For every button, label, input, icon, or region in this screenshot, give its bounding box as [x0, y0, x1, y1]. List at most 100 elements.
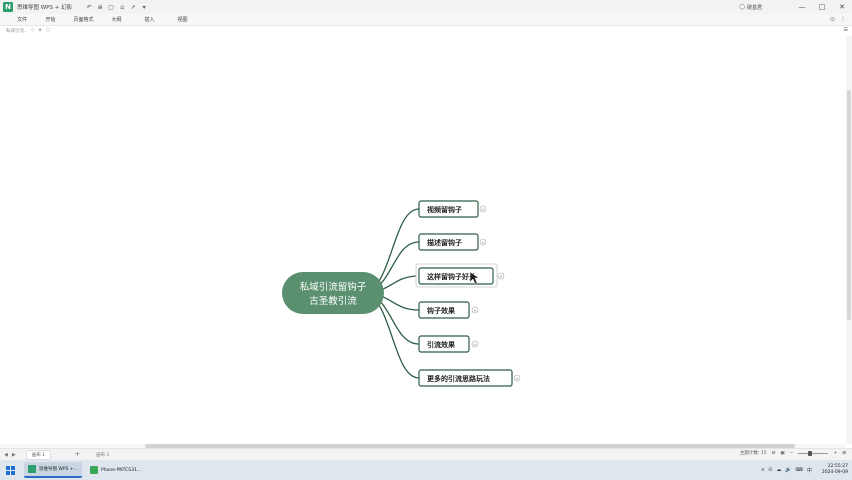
expand-icon[interactable]	[471, 306, 479, 314]
vertical-scroll-thumb[interactable]	[847, 90, 851, 320]
system-tray: ʌ ⊙ ☁ 🔊 ⌨ 中 22:55:27 2024-09-09	[761, 460, 848, 480]
expand-icon[interactable]	[497, 272, 505, 280]
title-bar: N 思维导图 WPS + 幻影 ↶ ⊕ ▢ ⌂ ↗ ▾ ◯ 碳基君 — □ ✕	[0, 0, 852, 14]
subtopic-label: 描述留钩子	[427, 238, 462, 247]
sheet-tab-secondary[interactable]: 画布 1	[96, 452, 110, 458]
expand-icon[interactable]	[513, 374, 521, 382]
theme-icon[interactable]: ◈	[38, 28, 42, 33]
app-logo-icon: N	[3, 2, 13, 12]
subtopic-label: 视频留钩子	[427, 205, 462, 214]
more-dropdown-icon[interactable]: ▾	[142, 3, 146, 11]
menu-view[interactable]: 视图	[177, 17, 188, 23]
prev-sheet-icon[interactable]: ◀	[4, 451, 8, 458]
document-title: 思维导图 WPS + 幻影	[17, 5, 73, 11]
root-topic[interactable]: 私域引流留钩子 古圣教引流	[282, 272, 384, 314]
subtopic-shape	[418, 301, 470, 319]
topic-count: 主题计数: 15	[739, 451, 767, 456]
add-sheet-button[interactable]: +	[75, 451, 81, 458]
zoom-out-icon[interactable]: −	[789, 450, 794, 456]
expand-icon[interactable]	[479, 205, 487, 213]
close-button[interactable]: ✕	[839, 3, 845, 11]
subtopic-label: 更多的引流思路玩法	[427, 374, 490, 383]
root-topic-line1: 私域引流留钩子	[300, 281, 367, 293]
menu-file[interactable]: 文件	[16, 17, 27, 23]
expand-icon[interactable]	[479, 238, 487, 246]
taskbar-app-label: Phone-PNTCS31...	[101, 467, 142, 473]
save-icon[interactable]: ▢	[108, 3, 114, 11]
home-icon[interactable]: ⌂	[120, 3, 125, 11]
horizontal-scroll-thumb[interactable]	[145, 444, 795, 448]
help-icon[interactable]: ⊙	[829, 16, 835, 23]
fullscreen-icon[interactable]: ⊞	[842, 450, 846, 456]
user-icon: ◯	[739, 4, 745, 10]
cloud-icon[interactable]: ☁	[776, 467, 782, 473]
more-icon[interactable]: ⋮	[840, 16, 846, 23]
sheet-tab[interactable]: 画布 1	[25, 449, 52, 460]
taskbar-app-phone[interactable]: Phone-PNTCS31...	[86, 462, 146, 478]
root-topic-line2: 古圣教引流	[309, 295, 357, 307]
side-panel-toggle-icon[interactable]: ☰	[843, 27, 848, 33]
tray-overflow-icon[interactable]: ʌ	[761, 467, 765, 473]
status-bar: ◀ ▶ 画布 1 + 画布 1 主题计数: 15 ⊟ ▣ − + ⊞	[0, 448, 852, 460]
mindmap-diagram: 私域引流留钩子 古圣教引流 视频留钩子 + 描述留钩子 + 这样留钩子好处 +	[282, 200, 521, 387]
subtopic-label: 引流效果	[427, 340, 455, 349]
frame-icon[interactable]: ▢	[45, 28, 51, 33]
menu-insert[interactable]: 插入	[144, 17, 155, 23]
user-account[interactable]: ◯ 碳基君	[739, 4, 762, 11]
expand-symbol: +	[481, 207, 485, 213]
next-sheet-icon[interactable]: ▶	[11, 451, 16, 458]
expand-symbol: +	[481, 240, 485, 246]
quick-access-toolbar: ↶ ⊕ ▢ ⌂ ↗ ▾	[86, 4, 147, 11]
menu-bar: 文件 开始 页面格式 大纲 插入 视图 ⊙ ⋮	[0, 14, 852, 26]
taskbar-app-label: 思维导图 WPS +...	[39, 467, 78, 472]
menu-outline[interactable]: 大纲	[111, 17, 122, 23]
zoom-in-icon[interactable]: +	[833, 450, 838, 456]
subtopic-hook-effect[interactable]: 钩子效果 +	[418, 301, 479, 319]
document-tab-row: 私域引流.. ◇ ◈ ▢ ☰	[0, 26, 852, 36]
fit-view-icon[interactable]: ▣	[780, 450, 785, 456]
input-method-icon[interactable]: 中	[806, 467, 812, 474]
expand-symbol: +	[499, 274, 503, 280]
minimize-button[interactable]: —	[798, 3, 806, 11]
new-icon[interactable]: ⊕	[97, 3, 103, 11]
wps-mindmap-icon	[28, 465, 36, 473]
subtopic-shape	[418, 335, 470, 353]
windows-logo-icon	[5, 465, 15, 475]
taskbar-app-wps-mindmap[interactable]: 思维导图 WPS +...	[24, 462, 82, 478]
keyboard-icon[interactable]: ⌨	[795, 467, 803, 473]
subtopic-more-ideas[interactable]: 更多的引流思路玩法 +	[418, 369, 521, 387]
subtopic-shape	[418, 233, 479, 251]
maximize-button[interactable]: □	[818, 3, 826, 11]
menu-start[interactable]: 开始	[45, 17, 56, 23]
zoom-slider[interactable]	[798, 450, 829, 456]
root-topic-shape	[282, 272, 384, 314]
expand-icon[interactable]	[471, 340, 479, 348]
clock-date: 2024-09-09	[821, 470, 848, 475]
subtopic-video-hook[interactable]: 视频留钩子 +	[418, 200, 487, 218]
expand-symbol: +	[473, 308, 477, 314]
document-tab[interactable]: 私域引流..	[6, 29, 27, 34]
subtopic-hook-benefits[interactable]: 这样留钩子好处 +	[415, 263, 505, 288]
mindmap-canvas[interactable]: 私域引流留钩子 古圣教引流 视频留钩子 + 描述留钩子 + 这样留钩子好处 +	[0, 36, 846, 444]
clock-time: 22:55:27	[827, 464, 848, 469]
export-icon[interactable]: ↗	[130, 3, 136, 11]
style-icon[interactable]: ◇	[30, 28, 35, 33]
android-phone-icon	[90, 466, 98, 474]
zoom-slider-knob[interactable]	[808, 450, 813, 456]
start-button[interactable]	[0, 460, 20, 480]
subtopic-label: 这样留钩子好处	[427, 272, 477, 281]
outline-view-icon[interactable]: ⊟	[771, 450, 776, 456]
menu-page-format[interactable]: 页面格式	[73, 17, 94, 23]
user-name: 碳基君	[746, 4, 762, 11]
system-clock[interactable]: 22:55:27 2024-09-09	[822, 464, 848, 476]
volume-icon[interactable]: 🔊	[785, 467, 792, 473]
mouse-cursor-icon	[469, 271, 480, 285]
undo-icon[interactable]: ↶	[86, 3, 92, 11]
expand-symbol: +	[515, 376, 519, 382]
subtopic-traffic-effect[interactable]: 引流效果 +	[418, 335, 479, 353]
subtopic-description-hook[interactable]: 描述留钩子 +	[418, 233, 487, 251]
expand-symbol: +	[473, 342, 477, 348]
subtopic-shape	[418, 369, 513, 387]
tray-app-icon[interactable]: ⊙	[768, 467, 773, 473]
subtopic-shape	[418, 200, 479, 218]
